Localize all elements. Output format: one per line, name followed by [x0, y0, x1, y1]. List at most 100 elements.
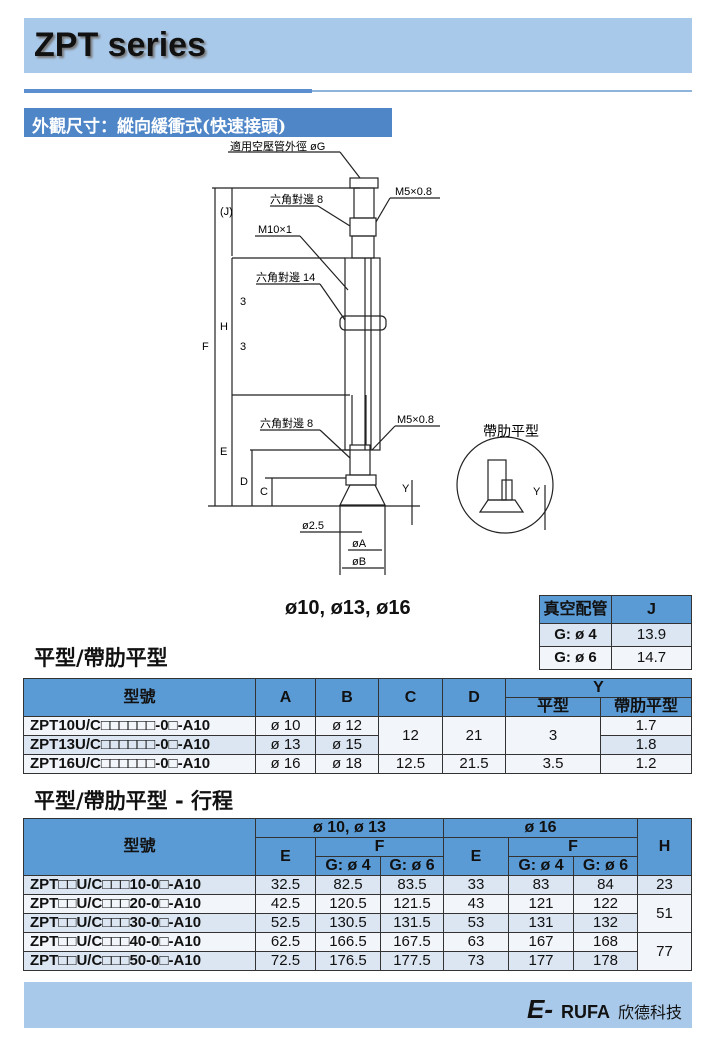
cell: 1.2: [600, 754, 692, 774]
col-f: F: [508, 837, 638, 857]
col-b: B: [315, 678, 379, 717]
col-group-10-13: ø 10, ø 13: [255, 818, 444, 838]
col-y-rib: 帶肋平型: [600, 697, 692, 717]
cell: 12: [378, 716, 443, 755]
label-c: C: [260, 486, 268, 498]
cell: 51: [637, 894, 692, 933]
cell-model: ZPT□□U/C□□□30-0□-A10: [23, 913, 256, 933]
divider-accent: [24, 89, 312, 93]
col-y: Y: [505, 678, 692, 698]
cell: 1.8: [600, 735, 692, 755]
label-3a: 3: [240, 296, 246, 308]
col-h: H: [637, 818, 692, 876]
cell-model: ZPT16U/C□□□□□□-0□-A10: [23, 754, 256, 774]
cell: 120.5: [315, 894, 381, 914]
label-rib-y: Y: [533, 486, 541, 498]
cell: 167.5: [380, 932, 444, 952]
col-e: E: [255, 837, 316, 876]
company-name: 欣德科技: [617, 1005, 682, 1022]
cell: 82.5: [315, 875, 381, 895]
cylinder-body: [344, 257, 381, 451]
cell: ø 10: [255, 716, 316, 736]
label-rib-type: 帶肋平型: [483, 423, 539, 439]
label-d25: ø2.5: [302, 520, 324, 532]
cell: 77: [637, 932, 692, 971]
cell: 131: [508, 913, 574, 933]
cell: 3.5: [505, 754, 601, 774]
label-y: Y: [402, 483, 410, 495]
section-title: 外觀尺寸：縱向緩衝式(快速接頭): [24, 108, 392, 137]
cell: 21: [442, 716, 506, 755]
label-j: (J): [220, 206, 233, 218]
header-band: ZPT series: [24, 18, 692, 73]
cell: 42.5: [255, 894, 316, 914]
col-model: 型號: [23, 678, 256, 717]
col-g4: G: ø 4: [315, 856, 381, 876]
table1-heading: 平型/帶肋平型: [34, 646, 168, 670]
cell: 122: [573, 894, 638, 914]
company-logo: E- RUFA 欣德科技: [527, 994, 682, 1025]
table2-heading: 平型/帶肋平型 - 行程: [34, 789, 234, 813]
col-g6: G: ø 6: [573, 856, 638, 876]
label-tube-od: 適用空壓管外徑 øG: [230, 140, 325, 153]
col-g4: G: ø 4: [508, 856, 574, 876]
logo-brand: RUFA: [560, 1002, 610, 1022]
dimension-drawing: 適用空壓管外徑 øG 六角對邊 8 M5×0.8 M10×1 六角對邊 14 六…: [202, 140, 554, 575]
cell: 63: [443, 932, 509, 952]
cell: 84: [573, 875, 638, 895]
cell: 168: [573, 932, 638, 952]
cell: 83.5: [380, 875, 444, 895]
cell: ø 12: [315, 716, 379, 736]
cell: 130.5: [315, 913, 381, 933]
cell: ø 15: [315, 735, 379, 755]
cell: 167: [508, 932, 574, 952]
cell: 178: [573, 951, 638, 971]
cell: 53: [443, 913, 509, 933]
sizes-label: ø10, ø13, ø16: [285, 597, 411, 619]
cell-model: ZPT□□U/C□□□20-0□-A10: [23, 894, 256, 914]
cell: 12.5: [378, 754, 443, 774]
cell: 131.5: [380, 913, 444, 933]
cell-model: ZPT□□U/C□□□40-0□-A10: [23, 932, 256, 952]
col-f: F: [315, 837, 444, 857]
label-m5-bot: M5×0.8: [397, 414, 434, 426]
cell: 21.5: [442, 754, 506, 774]
label-3b: 3: [240, 341, 246, 353]
cell: ø 18: [315, 754, 379, 774]
col-d: D: [442, 678, 506, 717]
cell: 1.7: [600, 716, 692, 736]
cell: 62.5: [255, 932, 316, 952]
label-da: øA: [352, 538, 367, 550]
cell: 32.5: [255, 875, 316, 895]
j-cell: 13.9: [611, 623, 692, 647]
cell: 73: [443, 951, 509, 971]
cell-model: ZPT10U/C□□□□□□-0□-A10: [23, 716, 256, 736]
col-c: C: [378, 678, 443, 717]
col-e: E: [443, 837, 509, 876]
j-header-j: J: [611, 595, 692, 624]
cell: 177.5: [380, 951, 444, 971]
logo-mark: E-: [526, 994, 553, 1024]
cell: 132: [573, 913, 638, 933]
cell: ø 13: [255, 735, 316, 755]
col-y-flat: 平型: [505, 697, 601, 717]
cell: 121.5: [380, 894, 444, 914]
page-title: ZPT series: [34, 26, 206, 64]
cell: 52.5: [255, 913, 316, 933]
col-group-16: ø 16: [443, 818, 638, 838]
label-m10: M10×1: [258, 224, 292, 236]
cell: 176.5: [315, 951, 381, 971]
cell: 33: [443, 875, 509, 895]
fitting-top: [349, 177, 379, 189]
col-model: 型號: [23, 818, 256, 876]
suction-pad: [339, 484, 386, 506]
cell-model: ZPT□□U/C□□□50-0□-A10: [23, 951, 256, 971]
label-m5-top: M5×0.8: [395, 186, 432, 198]
